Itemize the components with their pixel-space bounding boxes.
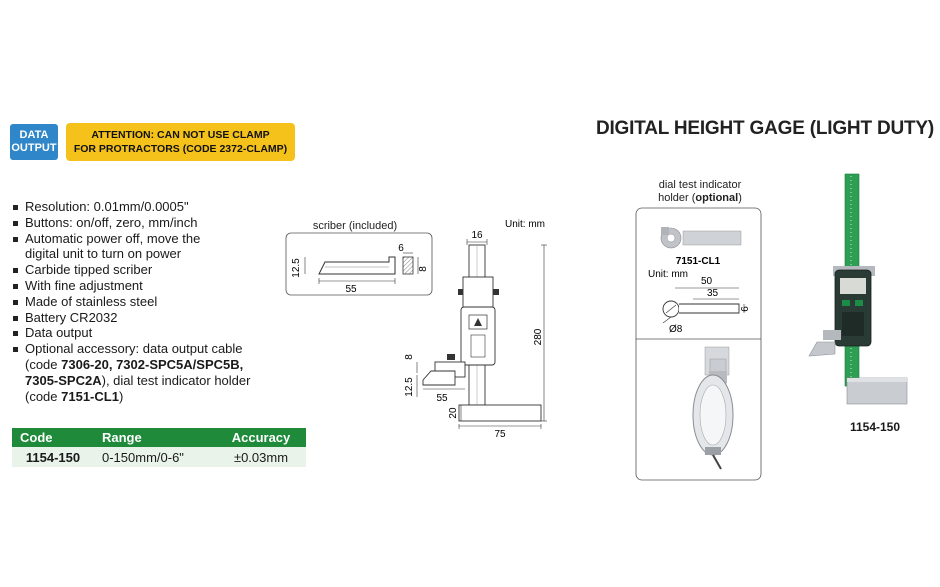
cell-range: 0-150mm/0-6" (94, 446, 216, 467)
table-header-row: Code Range Accuracy (12, 428, 306, 447)
cell-code: 1154-150 (12, 446, 94, 467)
scriber-dim-8: 8 (418, 266, 429, 272)
feature-item: Automatic power off, move the (12, 231, 250, 247)
dim-75: 75 (494, 429, 506, 440)
feature-item-continued: (code 7306-20, 7302-SPC5A/SPC5B, (12, 357, 250, 373)
header-code: Code (12, 428, 94, 447)
attention-notice: ATTENTION: CAN NOT USE CLAMP FOR PROTRAC… (66, 123, 295, 161)
header-accuracy: Accuracy (216, 428, 306, 447)
gage-base (458, 404, 542, 422)
height-gage-photo (808, 173, 908, 405)
holder-arm-photo (682, 230, 742, 246)
holder-dim-6: 6 (740, 306, 751, 312)
photo-base (846, 377, 908, 405)
page-title: DIGITAL HEIGHT GAGE (LIGHT DUTY) (595, 118, 934, 139)
scriber-section (402, 256, 414, 275)
feature-item: Made of stainless steel (12, 294, 250, 310)
holder-caption: dial test indicator holder (optional) (630, 179, 770, 205)
feature-item-continued: 7305-SPC2A), dial test indicator holder (12, 373, 250, 389)
dim-8: 8 (404, 354, 415, 360)
feature-item-continued: digital unit to turn on power (25, 246, 182, 262)
accessory-code: 7305-SPC2A (25, 372, 102, 388)
photo-screen (840, 278, 866, 294)
feature-text: ), dial test indicator holder (101, 372, 251, 388)
data-output-badge: DATA OUTPUT (10, 124, 58, 160)
feature-item: Battery CR2032 (12, 310, 250, 326)
feature-item: With fine adjustment (12, 278, 250, 294)
attention-line2: FOR PROTRACTORS (CODE 2372-CLAMP) (73, 143, 288, 155)
dim-16: 16 (471, 230, 483, 241)
holder-dim-8: Ø8 (669, 324, 683, 335)
dim-55: 55 (436, 393, 448, 404)
scriber-dim-6: 6 (398, 243, 404, 254)
accessory-code: 7151-CL1 (61, 388, 119, 404)
holder-caption-line2: holder (optional) (630, 192, 770, 205)
feature-text: (code (25, 356, 62, 372)
caption-text: ) (738, 192, 742, 204)
header-range: Range (94, 428, 216, 447)
photo-scriber (808, 341, 836, 357)
dim-280: 280 (533, 328, 544, 345)
dim-20: 20 (448, 407, 459, 419)
scriber-dim-55: 55 (345, 284, 357, 295)
accessory-codes: 7306-20, 7302-SPC5A/SPC5B, (61, 356, 244, 372)
badge-line1: DATA (19, 129, 49, 141)
feature-item: Resolution: 0.01mm/0.0005" (12, 199, 250, 215)
attention-line1: ATTENTION: CAN NOT USE CLAMP (91, 129, 270, 141)
feature-text: ) (118, 388, 124, 404)
caption-optional: optional (695, 192, 739, 204)
product-model: 1154-150 (849, 420, 901, 434)
slider-head (462, 276, 494, 308)
holder-model: 7151-CL1 (676, 256, 721, 267)
feature-item-continued: (code 7151-CL1) (12, 389, 250, 405)
scriber-dim-12-5: 12.5 (291, 258, 302, 278)
height-gage-drawing: Unit: mm 16 280 8 12.5 55 20 75 (404, 219, 547, 440)
badge-line2: OUTPUT (11, 142, 57, 154)
table-row: 1154-150 0-150mm/0-6" ±0.03mm (12, 446, 306, 467)
feature-text: (code (25, 388, 62, 404)
feature-item: Optional accessory: data output cable (12, 341, 250, 357)
holder-dim-50: 50 (701, 276, 713, 287)
cell-accuracy: ±0.03mm (216, 446, 306, 467)
holder-panel: 7151-CL1 Unit: mm 50 35 6 Ø8 (635, 207, 762, 481)
feature-list: Resolution: 0.01mm/0.0005" Buttons: on/o… (12, 199, 250, 404)
holder-unit: Unit: mm (648, 269, 688, 280)
holder-arm (679, 303, 740, 314)
scriber-caption: scriber (included) (312, 220, 398, 232)
caption-text: holder ( (658, 192, 696, 204)
dim-12-5: 12.5 (404, 377, 415, 397)
drawing-unit: Unit: mm (505, 219, 545, 230)
holder-caption-line1: dial test indicator (658, 179, 742, 191)
feature-item: Buttons: on/off, zero, mm/inch (12, 215, 250, 231)
holder-dim-35: 35 (707, 288, 719, 299)
feature-item: Carbide tipped scriber (12, 262, 250, 278)
scriber-outline (318, 256, 396, 275)
scriber-drawing: 12.5 55 6 8 (285, 232, 433, 296)
spec-table: Code Range Accuracy 1154-150 0-150mm/0-6… (12, 428, 306, 467)
feature-item: Data output (12, 325, 250, 341)
